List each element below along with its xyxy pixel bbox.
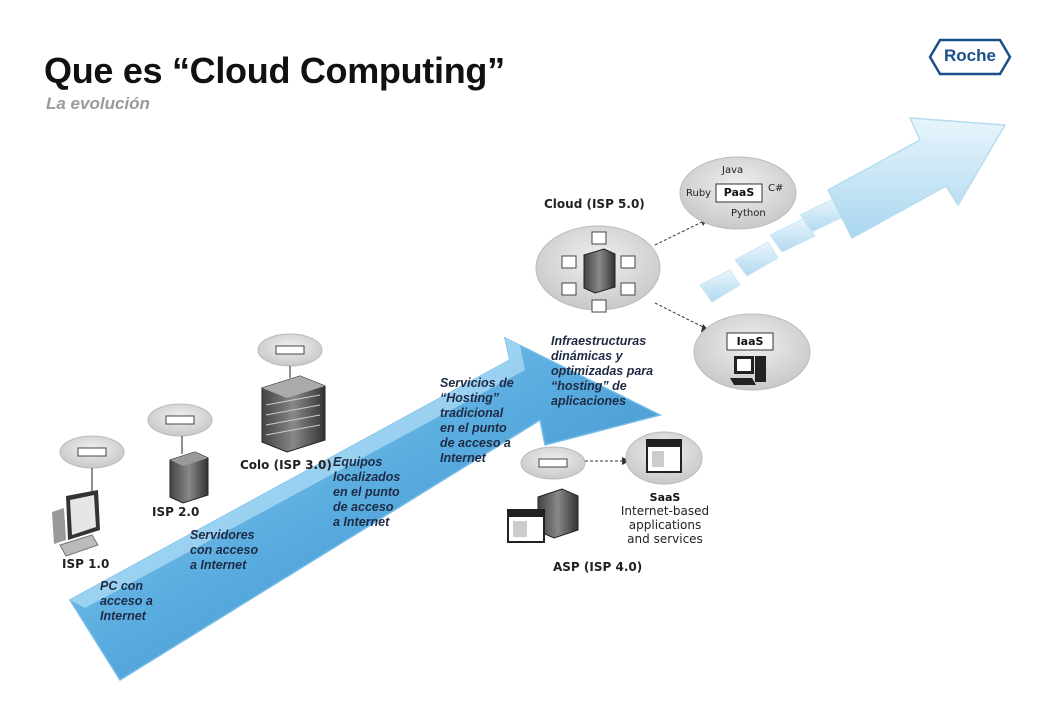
cloud-icon [59,435,125,492]
cloud-icon [257,333,323,378]
roche-logo [928,38,1012,76]
stage-label-cloud: Cloud (ISP 5.0) [544,197,645,211]
iaas-cloud-icon [693,313,811,391]
stage-label-colo: Colo (ISP 3.0) [240,458,332,472]
main-arrow-icon [68,336,663,682]
stage-description-colo: Equipos localizados en el punto de acces… [333,455,401,529]
cloud-icon [147,403,213,454]
page-subtitle: La evolución [46,94,150,113]
window-icon [507,509,545,543]
cloud-icon [535,225,661,313]
iaas-label: IaaS [736,335,764,348]
stage-description-cloud: Infraestructuras dinámicas y optimizadas… [551,334,654,408]
pc-icon [52,490,100,557]
paas-language-csharp: C# [768,183,784,194]
saas-cloud-icon [625,431,703,485]
laptop-icon [730,356,766,385]
paas-cloud-icon [679,156,797,230]
server-rack-icon [261,375,326,453]
paas-language-ruby: Ruby [686,188,712,199]
stage-description-isp1: PC con acceso a Internet [100,579,153,623]
stage-label-isp1: ISP 1.0 [62,557,110,571]
paas-language-java: Java [722,165,744,176]
small-arrow-icon [699,197,846,303]
saas-description: Internet-based applications and services [620,504,710,546]
cloud-icon [520,446,586,480]
stage-label-isp2: ISP 2.0 [152,505,200,519]
paas-language-python: Python [731,208,766,219]
server-icon [169,451,209,504]
paas-label: PaaS [723,186,755,199]
roche-logo-text: Roche [944,46,996,65]
page-title: Que es “Cloud Computing” [44,50,505,91]
stage-description-asp: Servicios de “Hosting” tradicional en el… [440,376,514,465]
stage-label-asp: ASP (ISP 4.0) [553,560,643,574]
stage-description-isp2: Servidores con acceso a Internet [190,528,259,572]
saas-label: SaaS [649,491,681,504]
large-arrow-icon [827,117,1007,240]
